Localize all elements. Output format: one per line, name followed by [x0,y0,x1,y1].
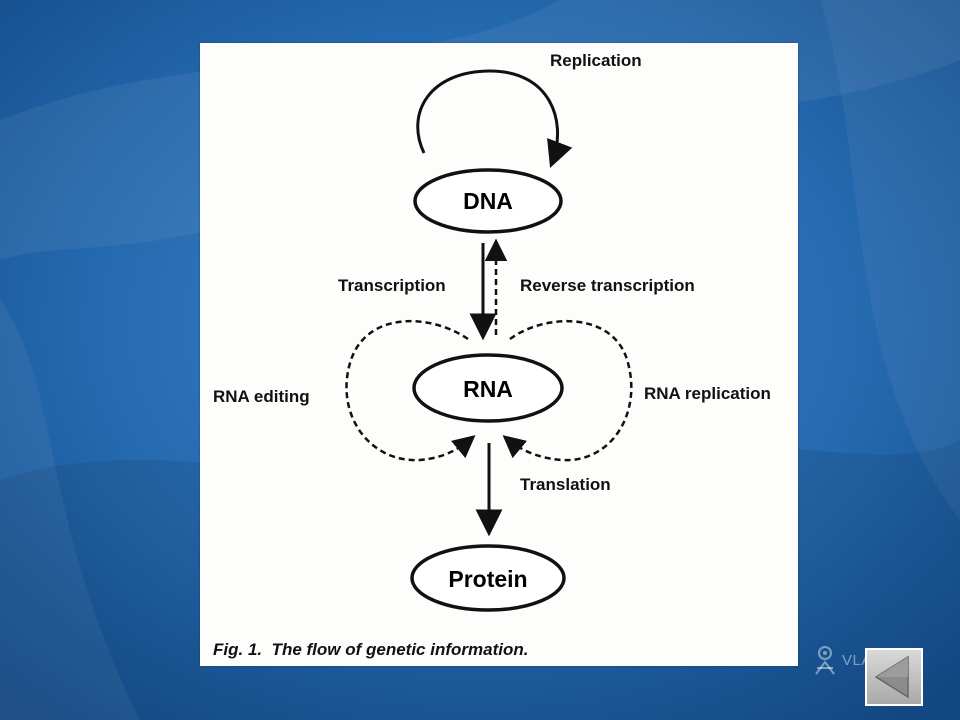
rna-replication-arrow [502,320,633,462]
rna-node [412,353,564,423]
dna-node [413,168,563,234]
presenter-icon [815,646,835,675]
figure-panel: Replication DNA Transcription Reverse tr… [200,43,798,666]
rna-editing-label: RNA editing [213,387,310,406]
dna-label: DNA [463,188,513,214]
translation-label: Translation [520,475,611,494]
replication-label: Replication [550,51,642,70]
genetic-flow-diagram: Replication DNA Transcription Reverse tr… [213,51,771,659]
figure-caption: Fig. 1. The flow of genetic information. [213,640,528,659]
protein-label: Protein [448,566,527,592]
reverse-transcription-label: Reverse transcription [520,276,695,295]
back-triangle-icon [867,650,921,704]
protein-node [410,544,566,612]
transcription-label: Transcription [338,276,446,295]
rna-replication-label: RNA replication [644,384,771,403]
rna-editing-arrow [345,320,476,462]
replication-arrow [416,69,573,169]
rna-label: RNA [463,376,513,402]
back-button[interactable] [865,648,923,706]
